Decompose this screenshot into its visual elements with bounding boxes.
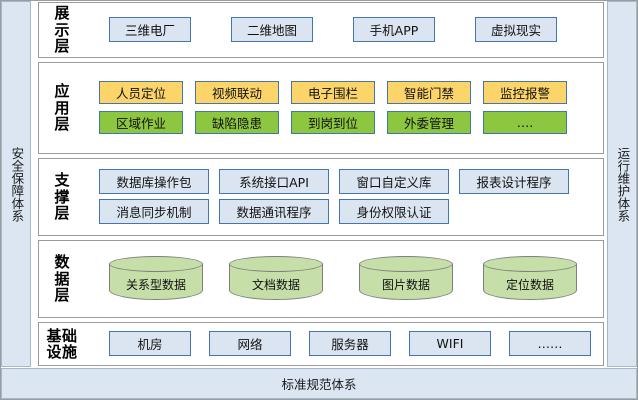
layer-item-box[interactable]: 缺陷隐患 [195, 111, 279, 134]
layer-item-box[interactable]: 虚拟现实 [475, 17, 557, 42]
layer-label-char: 基础 [46, 326, 78, 345]
layer-label-char: 设施 [46, 343, 78, 361]
left-band-security-system: 安全保障体系 [1, 1, 31, 367]
layer-label-char: 层 [54, 286, 70, 305]
bottom-band-standards-system: 标准规范体系 [1, 368, 637, 399]
layer-body-display: 三维电厂 二维地图 手机APP 虚拟现实 [85, 3, 603, 57]
bottom-band-label: 标准规范体系 [281, 377, 357, 392]
layer-item-box[interactable]: 服务器 [309, 331, 391, 356]
left-band-label: 安全保障体系 [9, 146, 25, 222]
layer-application: 应用层人员定位视频联动电子围栏智能门禁监控报警区域作业缺陷隐患到岗到位外委管理…… [38, 62, 604, 154]
layer-label-char: 撑 [54, 187, 70, 206]
layer-item-box[interactable]: …… [509, 331, 591, 356]
layer-item-box[interactable]: 身份权限认证 [339, 199, 449, 224]
layer-item-box[interactable]: WIFI [409, 331, 491, 356]
cylinder-top-ellipse [483, 256, 577, 272]
layer-label-infrastructure: 基础设施 [39, 326, 85, 361]
cylinder-top-ellipse [229, 256, 323, 272]
layer-label-char: 层 [54, 37, 70, 56]
layer-label-data: 数据层 [39, 252, 85, 305]
layer-item-box[interactable]: 到岗到位 [291, 111, 375, 134]
cylinder-label: 关系型数据 [125, 277, 186, 292]
layer-label-char: 层 [54, 204, 70, 223]
cylinder-label: 文档数据 [251, 277, 300, 292]
layer-item-box[interactable]: 视频联动 [195, 81, 279, 104]
cylinder-top-ellipse [109, 256, 203, 272]
layer-label-char: 用 [54, 98, 70, 117]
layer-row: 区域作业缺陷隐患到岗到位外委管理 …. [91, 108, 603, 138]
layer-item-box[interactable]: 机房 [109, 331, 191, 356]
layer-label-char: 据 [54, 269, 70, 288]
data-cylinder[interactable]: 文档数据 [229, 256, 323, 300]
right-band-label: 运行维护体系 [615, 146, 631, 222]
layer-label-support: 支撑层 [39, 170, 85, 223]
layer-item-box[interactable]: 三维电厂 [109, 17, 191, 42]
layer-label-application: 应用层 [39, 81, 85, 134]
layer-label-char: 展 [54, 3, 70, 22]
layer-body-data: 关系型数据 文档数据 图片数据 定位数据 [85, 241, 603, 317]
data-cylinder[interactable]: 图片数据 [359, 256, 453, 300]
layer-item-box[interactable]: 电子围栏 [291, 81, 375, 104]
cylinder-label: 定位数据 [505, 277, 554, 292]
layer-label-char: 层 [54, 115, 70, 134]
layer-label-char: 支 [54, 170, 70, 189]
layer-row: 消息同步机制数据通讯程序身份权限认证 [91, 197, 603, 227]
layer-item-box[interactable]: 报表设计程序 [459, 169, 569, 194]
layer-label-char: 示 [54, 20, 70, 39]
cylinder-top-ellipse [359, 256, 453, 272]
layer-item-box[interactable]: 监控报警 [483, 81, 567, 104]
cylinder-label: 图片数据 [381, 277, 430, 292]
layer-label-char: 应 [54, 81, 70, 100]
layer-row: 数据库操作包系统接口API 窗口自定义库报表设计程序 [91, 167, 603, 197]
layer-item-box[interactable]: 网络 [209, 331, 291, 356]
layer-row: 三维电厂 二维地图 手机APP 虚拟现实 [91, 15, 603, 45]
layer-row: 人员定位视频联动电子围栏智能门禁监控报警 [91, 78, 603, 108]
layer-label-char: 数 [54, 252, 70, 271]
layer-item-box[interactable]: 数据库操作包 [99, 169, 209, 194]
layer-item-box[interactable]: 人员定位 [99, 81, 183, 104]
data-cylinder[interactable]: 关系型数据 [109, 256, 203, 300]
layer-item-box[interactable]: 窗口自定义库 [339, 169, 449, 194]
layer-item-box[interactable]: 消息同步机制 [99, 199, 209, 224]
layer-body-infrastructure: 机房网络服务器 WIFI …… [85, 323, 603, 365]
layer-item-box[interactable]: 数据通讯程序 [219, 199, 329, 224]
layer-row: 机房网络服务器 WIFI …… [91, 329, 603, 359]
layer-row: 关系型数据 文档数据 图片数据 定位数据 [91, 255, 603, 303]
layer-data: 数据层 关系型数据 文档数据 图片数据 定位数据 [38, 240, 604, 318]
layer-body-support: 数据库操作包系统接口API 窗口自定义库报表设计程序消息同步机制数据通讯程序身份权… [85, 159, 603, 235]
layer-item-box[interactable]: 手机APP [353, 17, 435, 42]
layer-item-box[interactable]: 智能门禁 [387, 81, 471, 104]
layer-item-box[interactable]: …. [483, 111, 567, 134]
layer-item-box[interactable]: 区域作业 [99, 111, 183, 134]
data-cylinder[interactable]: 定位数据 [483, 256, 577, 300]
layer-label-display: 展示层 [39, 3, 85, 56]
layer-item-box[interactable]: 系统接口API [219, 169, 329, 194]
layer-body-application: 人员定位视频联动电子围栏智能门禁监控报警区域作业缺陷隐患到岗到位外委管理 …. [85, 63, 603, 153]
right-band-maintenance-system: 运行维护体系 [607, 1, 637, 367]
layer-item-box[interactable]: 外委管理 [387, 111, 471, 134]
layer-item-box[interactable]: 二维地图 [231, 17, 313, 42]
